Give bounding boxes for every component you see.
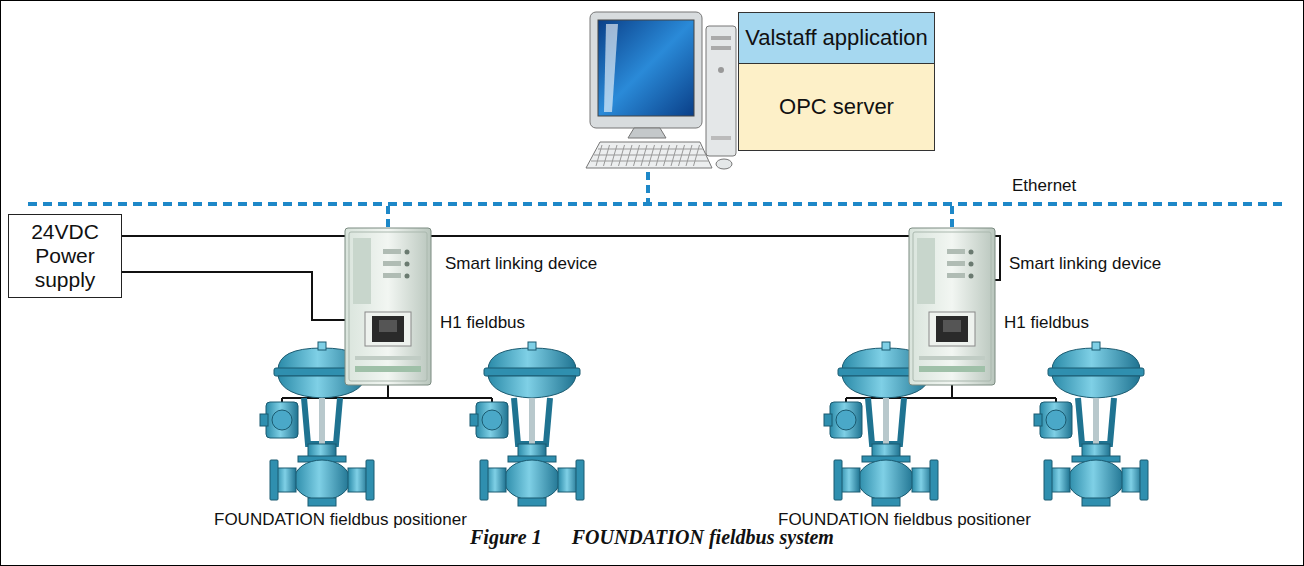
bus-label: H1 fieldbus — [1004, 313, 1089, 333]
bus-label: H1 fieldbus — [440, 313, 525, 333]
power-wire — [122, 236, 1000, 280]
device-label: Smart linking device — [445, 254, 597, 274]
node-text: Valstaff application — [745, 25, 928, 51]
device-label: Smart linking device — [1009, 254, 1161, 274]
linking-device: Smart linking device — [345, 228, 431, 385]
figure-caption: Figure 1 FOUNDATION fieldbus system — [470, 526, 834, 549]
network-label: Ethernet — [1012, 176, 1076, 196]
power-supply-box: 24VDC Power supply — [8, 214, 122, 298]
software-layer: OPC server — [738, 63, 935, 151]
software-layer: Valstaff application — [738, 12, 935, 64]
device-type-label: FOUNDATION fieldbus positioner — [214, 510, 467, 530]
power-wire — [122, 272, 345, 320]
node-text: OPC server — [779, 94, 894, 120]
node-text: 24VDC Power supply — [13, 220, 117, 292]
linking-device: Smart linking device — [909, 228, 995, 385]
